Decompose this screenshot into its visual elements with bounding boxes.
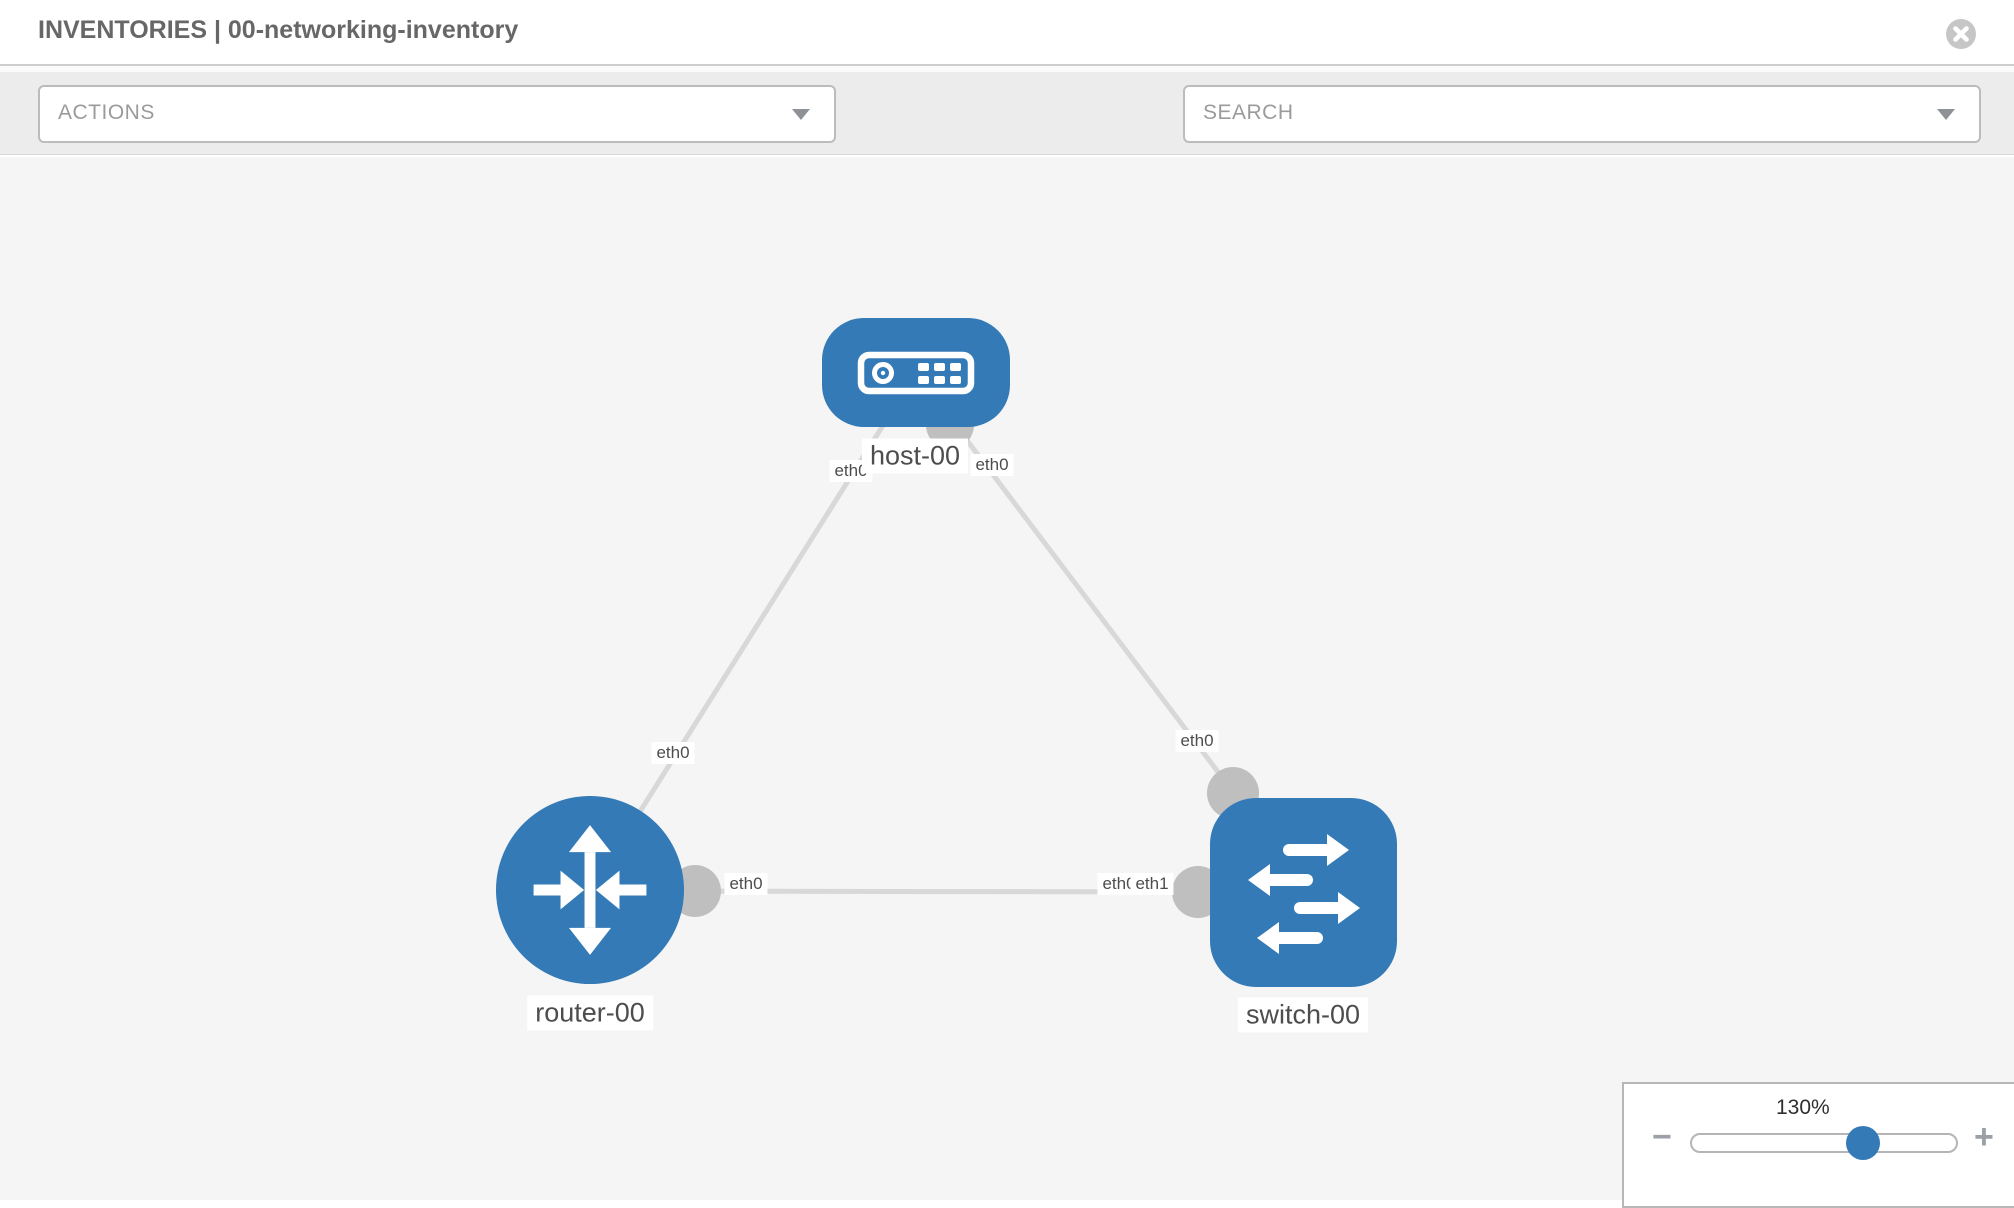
interface-label: eth0 [970,454,1014,476]
interface-label: eth0 [651,742,695,764]
node-label-host: host-00 [861,438,969,474]
page-title: INVENTORIES | 00-networking-inventory [38,16,519,44]
zoom-slider-thumb[interactable] [1846,1126,1880,1160]
node-label-router: router-00 [527,995,653,1031]
node-switch-00[interactable] [1210,798,1397,987]
topology-canvas[interactable]: eth0 eth0 eth0 eth0 eth0 eth0 eth1 host-… [0,157,2014,1200]
zoom-in-button[interactable]: + [1974,1118,1994,1156]
toolbar: ACTIONS SEARCH [0,66,2014,199]
link-host-switch [914,371,1242,803]
zoom-level: 130% [1776,1096,1830,1119]
search-placeholder: SEARCH [1203,101,1294,124]
link-host-router [587,371,919,893]
interface-label: eth1 [1130,873,1174,895]
actions-dropdown-label: ACTIONS [58,101,155,124]
router-icon [533,825,647,955]
search-dropdown[interactable]: SEARCH [1183,85,1981,143]
interface-label: eth0 [1097,873,1141,895]
node-host-00[interactable] [822,318,1010,427]
topology-links-layer [587,371,1259,918]
switch-icon [1248,834,1360,954]
node-label-switch: switch-00 [1237,997,1369,1033]
actions-dropdown[interactable]: ACTIONS [38,85,836,143]
host-icon [857,351,975,394]
zoom-out-button[interactable]: − [1652,1118,1672,1156]
interface-label: eth0 [1175,730,1219,752]
node-router-00[interactable] [496,796,684,984]
chevron-down-icon [1937,109,1955,120]
zoom-panel: 130% − + [1622,1082,2014,1208]
zoom-slider-track[interactable] [1690,1133,1958,1153]
chevron-down-icon [792,109,810,120]
interface-label: eth0 [724,873,768,895]
header: INVENTORIES | 00-networking-inventory [0,0,2014,66]
interface-label: eth0 [829,460,873,482]
close-icon[interactable] [1944,17,1978,51]
